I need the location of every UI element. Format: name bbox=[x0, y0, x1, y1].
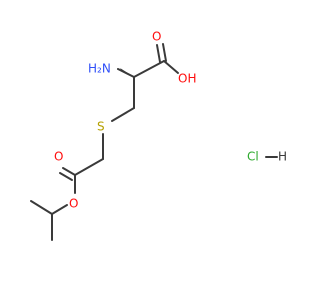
atom-label-acid-o: O bbox=[152, 30, 161, 44]
atom-label-ester-carbonyl-o: O bbox=[54, 150, 63, 164]
atom-label-hydroxyl: OH bbox=[178, 72, 196, 86]
bond-ch2-s bbox=[111, 107, 135, 122]
bond-ch-ch3-b bbox=[30, 200, 53, 215]
atom-label-sulfur: S bbox=[97, 120, 105, 134]
molecule-structure: H₂N OH O S O O Cl H bbox=[30, 30, 287, 241]
atom-label-ester-o: O bbox=[69, 197, 78, 211]
bond-acid-carbonyl-2 bbox=[162, 43, 167, 62]
bond-ch2-cester bbox=[74, 158, 104, 176]
bond-ester-carbonyl-1 bbox=[62, 167, 76, 176]
bond-o-ch bbox=[51, 204, 68, 215]
bond-acid-carbonyl-1 bbox=[156, 44, 161, 63]
bond-acid-oh bbox=[163, 60, 179, 74]
bond-calpha-cacid bbox=[133, 60, 165, 78]
atom-label-chlorine: Cl bbox=[247, 150, 259, 164]
atom-label-amine: H₂N bbox=[88, 62, 111, 76]
bond-ester-carbonyl-2 bbox=[59, 172, 73, 181]
bond-calpha-n bbox=[117, 68, 135, 78]
atom-label-hydrogen: H bbox=[278, 150, 287, 164]
